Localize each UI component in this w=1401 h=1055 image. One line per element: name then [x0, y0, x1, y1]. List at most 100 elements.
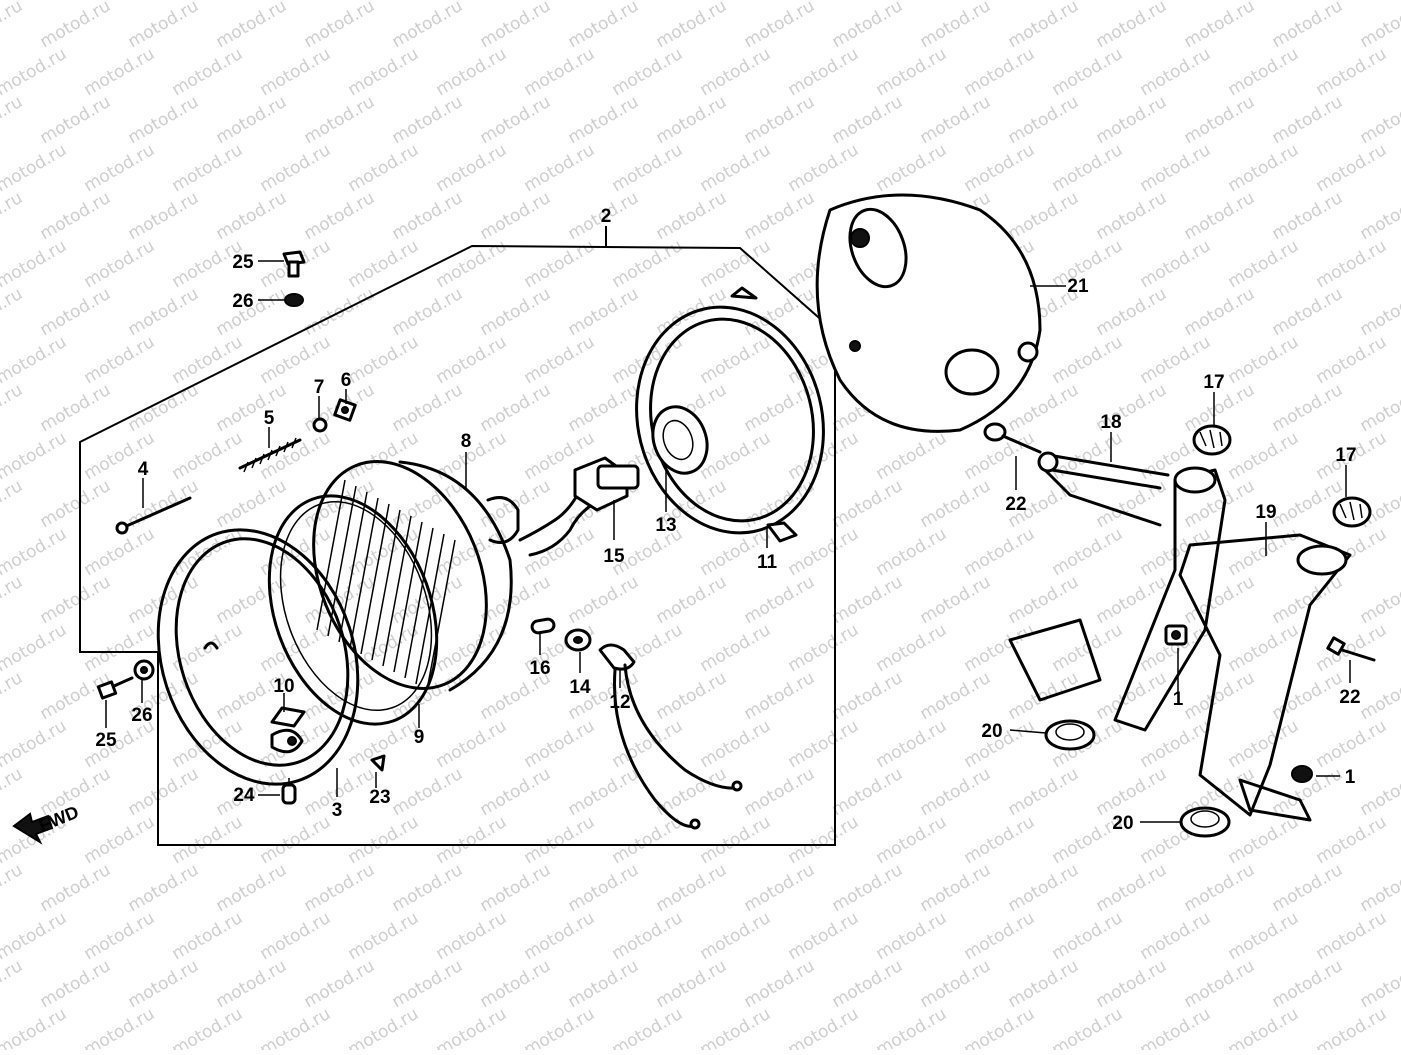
watermark-text: motod.ru — [81, 236, 159, 292]
watermark-text: motod.ru — [0, 860, 26, 916]
watermark-text: motod.ru — [389, 860, 467, 916]
watermark-text: motod.ru — [1269, 380, 1347, 436]
rubber-grommet-20b — [1181, 808, 1229, 836]
watermark-text: motod.ru — [125, 380, 203, 436]
watermark-text: motod.ru — [785, 524, 863, 580]
watermark-text: motod.ru — [1049, 332, 1127, 388]
watermark-text: motod.ru — [1181, 188, 1259, 244]
callout-9: 9 — [414, 727, 425, 748]
watermark-text: motod.ru — [521, 332, 599, 388]
watermark-text: motod.ru — [125, 92, 203, 148]
callout-8: 8 — [461, 431, 472, 452]
watermark-text: motod.ru — [1093, 764, 1171, 820]
watermark-text: motod.ru — [1225, 236, 1303, 292]
watermark-text: motod.ru — [565, 380, 643, 436]
watermark-text: motod.ru — [301, 92, 379, 148]
watermark-text: motod.ru — [169, 428, 247, 484]
watermark-text: motod.ru — [653, 956, 731, 1012]
small-screw — [372, 756, 384, 770]
watermark-text: motod.ru — [0, 524, 70, 580]
watermark-text: motod.ru — [1137, 908, 1215, 964]
watermark-text: motod.ru — [741, 668, 819, 724]
watermark-text: motod.ru — [433, 620, 511, 676]
watermark-text: motod.ru — [1313, 1004, 1391, 1050]
watermark-text: motod.ru — [1005, 668, 1083, 724]
watermark-text: motod.ru — [961, 812, 1039, 868]
watermark-text: motod.ru — [609, 908, 687, 964]
watermark-text: motod.ru — [389, 284, 467, 340]
watermark-text: motod.ru — [477, 284, 555, 340]
watermark-text: motod.ru — [697, 140, 775, 196]
watermark-text: motod.ru — [697, 812, 775, 868]
watermark-text: motod.ru — [1225, 908, 1303, 964]
watermark-text: motod.ru — [477, 188, 555, 244]
watermark-text: motod.ru — [345, 908, 423, 964]
watermark-text: motod.ru — [1269, 860, 1347, 916]
watermark-text: motod.ru — [697, 716, 775, 772]
watermark-text: motod.ru — [477, 92, 555, 148]
watermark-text: motod.ru — [829, 764, 907, 820]
watermark-text: motod.ru — [741, 956, 819, 1012]
watermark-text: motod.ru — [1005, 572, 1083, 628]
watermark-text: motod.ru — [1269, 668, 1347, 724]
watermark-text: motod.ru — [1225, 428, 1303, 484]
watermark-text: motod.ru — [1181, 0, 1259, 52]
watermark-text: motod.ru — [0, 44, 70, 100]
watermark-text: motod.ru — [1313, 332, 1391, 388]
watermark-text: motod.ru — [917, 92, 995, 148]
callout-4: 4 — [138, 459, 149, 480]
watermark-text: motod.ru — [477, 764, 555, 820]
watermark-text: motod.ru — [301, 668, 379, 724]
watermark-text: motod.ru — [0, 668, 26, 724]
watermark-text: motod.ru — [521, 140, 599, 196]
watermark-text: motod.ru — [1093, 956, 1171, 1012]
watermark-text: motod.ru — [609, 140, 687, 196]
watermark-text: motod.ru — [37, 572, 115, 628]
watermark-text: motod.ru — [345, 140, 423, 196]
grommet — [566, 630, 590, 650]
watermark-text: motod.ru — [1049, 44, 1127, 100]
callout-14: 14 — [569, 677, 591, 698]
watermark-text: motod.ru — [1225, 332, 1303, 388]
watermark-text: motod.ru — [0, 764, 26, 820]
watermark-text: motod.ru — [609, 44, 687, 100]
watermark-text: motod.ru — [37, 188, 115, 244]
watermark-text: motod.ru — [1269, 476, 1347, 532]
watermark-text: motod.ru — [521, 236, 599, 292]
watermark-text: motod.ru — [1225, 620, 1303, 676]
watermark-text: motod.ru — [0, 0, 26, 52]
watermark-text: motod.ru — [0, 284, 26, 340]
watermark-text: motod.ru — [521, 1004, 599, 1050]
watermark-text: motod.ru — [1093, 284, 1171, 340]
watermark-text: motod.ru — [697, 44, 775, 100]
watermark-text: motod.ru — [785, 140, 863, 196]
watermark-text: motod.ru — [1269, 284, 1347, 340]
watermark-text: motod.ru — [169, 1004, 247, 1050]
watermark-text: motod.ru — [0, 380, 26, 436]
pilot-bulb — [531, 618, 555, 634]
watermark-text: motod.ru — [785, 812, 863, 868]
watermark-text: motod.ru — [1049, 908, 1127, 964]
watermark-text: motod.ru — [1181, 668, 1259, 724]
watermark-text: motod.ru — [81, 44, 159, 100]
watermark-text: motod.ru — [389, 380, 467, 436]
watermark-text: motod.ru — [1181, 284, 1259, 340]
watermark-text: motod.ru — [785, 1004, 863, 1050]
watermark-text: motod.ru — [961, 1004, 1039, 1050]
watermark-text: motod.ru — [565, 92, 643, 148]
watermark-text: motod.ru — [1137, 236, 1215, 292]
watermark-text: motod.ru — [433, 332, 511, 388]
watermark-text: motod.ru — [873, 716, 951, 772]
watermark-text: motod.ru — [213, 956, 291, 1012]
watermark-text: motod.ru — [785, 44, 863, 100]
watermark-text: motod.ru — [389, 764, 467, 820]
callout-7: 7 — [314, 377, 325, 398]
callout-20-lower: 20 — [1112, 813, 1133, 834]
watermark-text: motod.ru — [653, 668, 731, 724]
watermark-text: motod.ru — [565, 956, 643, 1012]
watermark-text: motod.ru — [1181, 956, 1259, 1012]
watermark-text: motod.ru — [345, 236, 423, 292]
watermark-text: motod.ru — [1137, 1004, 1215, 1050]
watermark-text: motod.ru — [1225, 524, 1303, 580]
